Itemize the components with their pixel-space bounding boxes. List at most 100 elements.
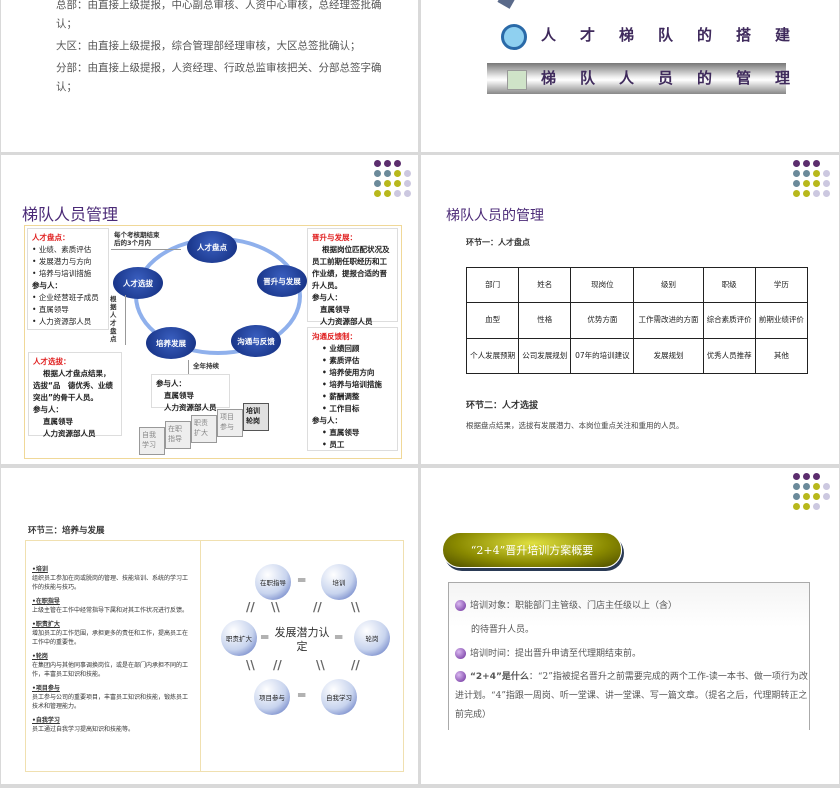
- list-item: 人力资源部人员: [38, 317, 92, 326]
- list-item: 人力资源部人员: [164, 403, 217, 412]
- method-heading: •轮岗: [32, 653, 48, 660]
- agenda-item-1[interactable]: 人才梯队的搭建: [541, 26, 815, 44]
- agenda-highlight-bar: [487, 63, 786, 94]
- target-text: ：职能部门主管级、门店主任级以上（含）: [506, 601, 678, 611]
- bullet-icon: [455, 600, 466, 611]
- list-item: 培养与培训措施: [38, 269, 92, 278]
- box-promotion: 晋升与发展： 根据岗位匹配状况及员工前期任职经历和工作业绩，提报合适的晋升人员。…: [307, 228, 398, 326]
- arrow-bottom-label: 全年持续: [193, 362, 219, 370]
- chart-check-icon: [507, 70, 527, 90]
- slide-6[interactable]: “2+4”晋升培训方案概要 培训对象：职能部门主管级、门店主任级以上（含） 的待…: [421, 468, 839, 784]
- divider: [200, 540, 201, 772]
- list-item: 工作目标: [329, 404, 360, 413]
- box-title: 人才盘点：: [32, 233, 70, 242]
- table-cell: 07年的培训建议: [570, 337, 635, 375]
- table-cell: 级别: [633, 266, 704, 304]
- box-text: 根据岗位匹配状况及员工前期任职经历和工作业绩，提报合适的晋升人员。: [312, 245, 390, 290]
- slide-3[interactable]: 梯队人员管理 人才盘点 晋升与发展 沟通与反馈 培养发展 人才选拔 每个考核期结…: [1, 155, 418, 464]
- method-heading: •在职指导: [32, 598, 60, 605]
- list-item: 薪酬调整: [329, 392, 360, 401]
- hex-node-rotation: 轮岗: [354, 620, 390, 656]
- page-title: 梯队人员的管理: [446, 208, 544, 224]
- box-feedback: 沟通反馈制： • 业绩回顾 • 素质评估 • 培养使用方向 • 培养与培训措施 …: [307, 327, 398, 451]
- decor-dots: [793, 473, 830, 510]
- table-cell: 其他: [754, 337, 809, 375]
- list-item: 直属领导: [164, 391, 194, 400]
- list-item: 直属领导: [329, 428, 360, 437]
- time-text: ：提出晋升申请至代理期结束前。: [506, 649, 642, 659]
- node-talent-inventory[interactable]: 人才盘点: [187, 231, 237, 263]
- connector: //: [246, 600, 255, 614]
- section-banner: “2+4”晋升培训方案概要: [442, 532, 622, 568]
- card-onjob-coaching: 在职指导: [165, 421, 191, 449]
- node-selection[interactable]: 人才选拔: [113, 267, 163, 299]
- list-item: 人力资源部人员: [43, 429, 96, 438]
- table-cell: 前期业绩评价: [754, 302, 809, 339]
- list-item: 直属领导: [320, 305, 350, 314]
- node-development[interactable]: 培养发展: [146, 327, 196, 359]
- page-title: 梯队人员管理: [22, 205, 119, 224]
- recycle-icon: [501, 24, 527, 50]
- hex-node-project: 项目参与: [254, 679, 290, 715]
- participants-label: 参与人：: [312, 416, 342, 425]
- time-label: 培训时间: [470, 649, 507, 659]
- arrow-left: [125, 295, 126, 345]
- pen-icon: [497, 0, 515, 9]
- table-cell: 发展规划: [633, 337, 704, 375]
- participants-label: 参与人：: [156, 379, 186, 388]
- what-text: ：“2”指被提名晋升之前需要完成的两个工作-读一本书、做一项行为改进计划。“4”…: [455, 672, 808, 720]
- card-self-learning: 自我学习: [139, 427, 165, 455]
- connector: \\: [246, 658, 255, 672]
- page-title: 环节三：培养与发展: [28, 526, 105, 536]
- target-text-cont: 的待晋升人员。: [471, 625, 535, 635]
- box-title: 晋升与发展：: [312, 233, 357, 242]
- hex-node-onjob: 在职指导: [255, 564, 291, 600]
- arrow-bottom: [188, 360, 189, 376]
- agenda-item-2[interactable]: 梯队人员的管理: [541, 69, 815, 87]
- table-cell: 优势方面: [570, 302, 635, 339]
- note-content: 培训对象：职能部门主管级、门店主任级以上（含） 的待晋升人员。 培训时间：提出晋…: [455, 596, 810, 725]
- content-frame: [25, 540, 404, 772]
- talent-inventory-table: 部门姓名现岗位级别职级学历 血型性格优势方面工作需改进的方面综合素质评价前期业绩…: [465, 266, 809, 375]
- target-label: 培训对象: [470, 601, 507, 611]
- table-cell: 优秀人员推荐: [702, 337, 756, 375]
- connector: \\: [271, 600, 280, 614]
- table-cell: 部门: [465, 266, 520, 304]
- hex-node-selflearning: 自我学习: [321, 679, 357, 715]
- node-promotion[interactable]: 晋升与发展: [257, 265, 307, 297]
- list-item: 企业经营班子成员: [38, 293, 99, 302]
- participants-label: 参与人：: [32, 281, 62, 290]
- note-box: [448, 582, 810, 730]
- connector: ═: [261, 630, 269, 644]
- diagram-frame: [24, 225, 402, 459]
- connector: ═: [335, 630, 343, 644]
- table-cell: 血型: [465, 302, 520, 339]
- card-job-enlargement: 职责扩大: [191, 415, 217, 443]
- approval-text: 总部：由直接上级提报，中心副总审核、人资中心审核，总经理签批确认； 大区：由直接…: [56, 0, 386, 100]
- slide-5[interactable]: 环节三：培养与发展 •培训组织员工参加在岗或脱岗的管理、技能培训、系统的学习工作…: [1, 468, 418, 784]
- method-text: 员工通过自我学习提高知识和技能等。: [32, 726, 135, 733]
- slide-1[interactable]: 总部：由直接上级提报，中心副总审核、人资中心审核，总经理签批确认； 大区：由直接…: [1, 0, 418, 152]
- connector: ═: [298, 688, 306, 702]
- list-item: 业绩回顾: [329, 344, 360, 353]
- connector: ═: [298, 573, 306, 587]
- list-item: 发展潜力与方向: [38, 257, 92, 266]
- table-cell: 公司发展规划: [518, 337, 572, 375]
- method-heading: •职责扩大: [32, 621, 60, 628]
- region-line: 大区：由直接上级提报，综合管理部经理审核，大区总签批确认；: [56, 40, 361, 52]
- connector: //: [351, 658, 360, 672]
- method-text: 增加员工的工作范围，承担更多的责任和工作，提高员工在工作中的重要性。: [32, 630, 189, 646]
- center-label: 发展潜力认定: [274, 626, 330, 653]
- participants-label: 参与人：: [312, 293, 342, 302]
- connector: \\: [316, 658, 325, 672]
- method-text: 组织员工参加在岗或脱岗的管理、技能培训、系统的学习工作的技能与技巧。: [32, 575, 189, 591]
- box-title: 沟通反馈制：: [312, 332, 357, 341]
- table-cell: 职级: [702, 266, 756, 304]
- slide-2[interactable]: 人才梯队的搭建 梯队人员的管理: [421, 0, 839, 152]
- list-item: 直属领导: [38, 305, 69, 314]
- method-text: 在集团内与其他同事调换岗位，或是在部门内承担不同的工作，丰富员工知识和技能。: [32, 662, 189, 678]
- node-feedback[interactable]: 沟通与反馈: [231, 325, 281, 357]
- decor-dots: [374, 160, 411, 197]
- list-item: 人力资源部人员: [320, 317, 373, 326]
